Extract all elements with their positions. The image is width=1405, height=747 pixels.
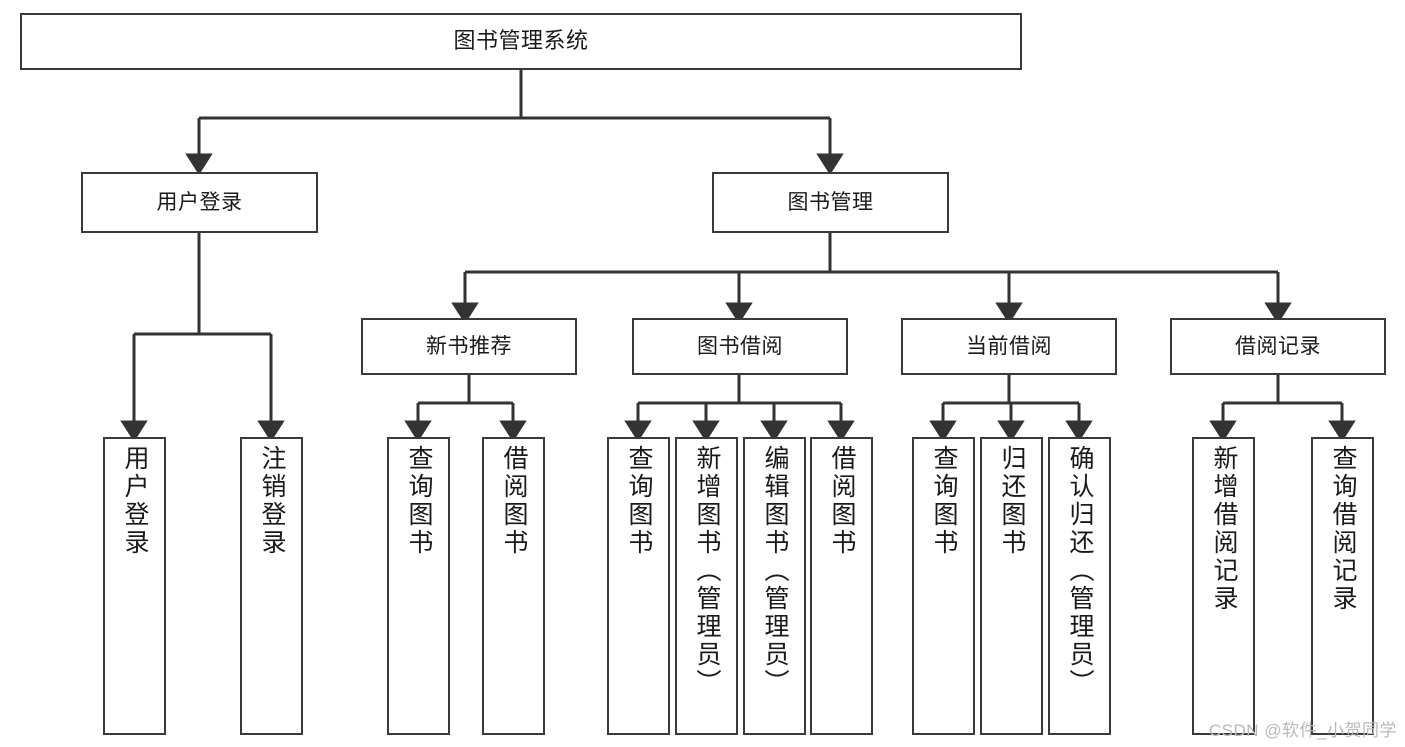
node-new-book-rec-label: 新书推荐 (426, 334, 512, 358)
node-leaf-borrow-book-1-label: 借阅图书 (500, 445, 528, 557)
node-leaf-return-book-label: 归还图书 (998, 445, 1026, 557)
node-leaf-add-record[interactable]: 新增借阅记录 (1192, 437, 1255, 735)
csdn-watermark: CSDN @软件_小贺同学 (1208, 721, 1397, 740)
node-book-borrow[interactable]: 图书借阅 (632, 318, 848, 375)
node-leaf-confirm-return[interactable]: 确认归还（管理员） (1048, 437, 1111, 735)
node-leaf-logout-label: 注销登录 (258, 445, 286, 557)
node-new-book-rec[interactable]: 新书推荐 (361, 318, 577, 375)
node-root[interactable]: 图书管理系统 (20, 13, 1022, 70)
node-user-login-label: 用户登录 (156, 190, 243, 214)
node-borrow-record[interactable]: 借阅记录 (1170, 318, 1386, 375)
node-leaf-confirm-return-label: 确认归还（管理员） (1066, 445, 1094, 697)
node-leaf-borrow-book-2[interactable]: 借阅图书 (810, 437, 873, 735)
node-current-borrow-label: 当前借阅 (966, 334, 1052, 358)
node-book-manage[interactable]: 图书管理 (712, 172, 949, 233)
node-leaf-user-login[interactable]: 用户登录 (103, 437, 166, 735)
node-leaf-query-book-1-label: 查询图书 (405, 445, 433, 557)
node-book-borrow-label: 图书借阅 (697, 334, 783, 358)
node-current-borrow[interactable]: 当前借阅 (901, 318, 1117, 375)
node-leaf-add-book-label: 新增图书（管理员） (693, 445, 721, 697)
node-leaf-query-book-2-label: 查询图书 (625, 445, 653, 557)
node-leaf-add-book[interactable]: 新增图书（管理员） (675, 437, 738, 735)
node-leaf-query-book-1[interactable]: 查询图书 (387, 437, 450, 735)
node-user-login[interactable]: 用户登录 (81, 172, 318, 233)
node-root-label: 图书管理系统 (453, 28, 589, 54)
node-borrow-record-label: 借阅记录 (1235, 334, 1321, 358)
node-leaf-logout[interactable]: 注销登录 (240, 437, 303, 735)
node-leaf-query-book-3-label: 查询图书 (930, 445, 958, 557)
node-leaf-query-book-2[interactable]: 查询图书 (607, 437, 670, 735)
node-leaf-edit-book[interactable]: 编辑图书（管理员） (743, 437, 806, 735)
node-leaf-query-record[interactable]: 查询借阅记录 (1311, 437, 1374, 735)
node-leaf-add-record-label: 新增借阅记录 (1210, 445, 1238, 613)
node-leaf-borrow-book-2-label: 借阅图书 (828, 445, 856, 557)
node-leaf-borrow-book-1[interactable]: 借阅图书 (482, 437, 545, 735)
node-leaf-query-record-label: 查询借阅记录 (1329, 445, 1357, 613)
node-leaf-return-book[interactable]: 归还图书 (980, 437, 1043, 735)
node-leaf-query-book-3[interactable]: 查询图书 (912, 437, 975, 735)
node-leaf-user-login-label: 用户登录 (121, 445, 149, 557)
node-book-manage-label: 图书管理 (787, 190, 874, 214)
node-leaf-edit-book-label: 编辑图书（管理员） (761, 445, 789, 697)
